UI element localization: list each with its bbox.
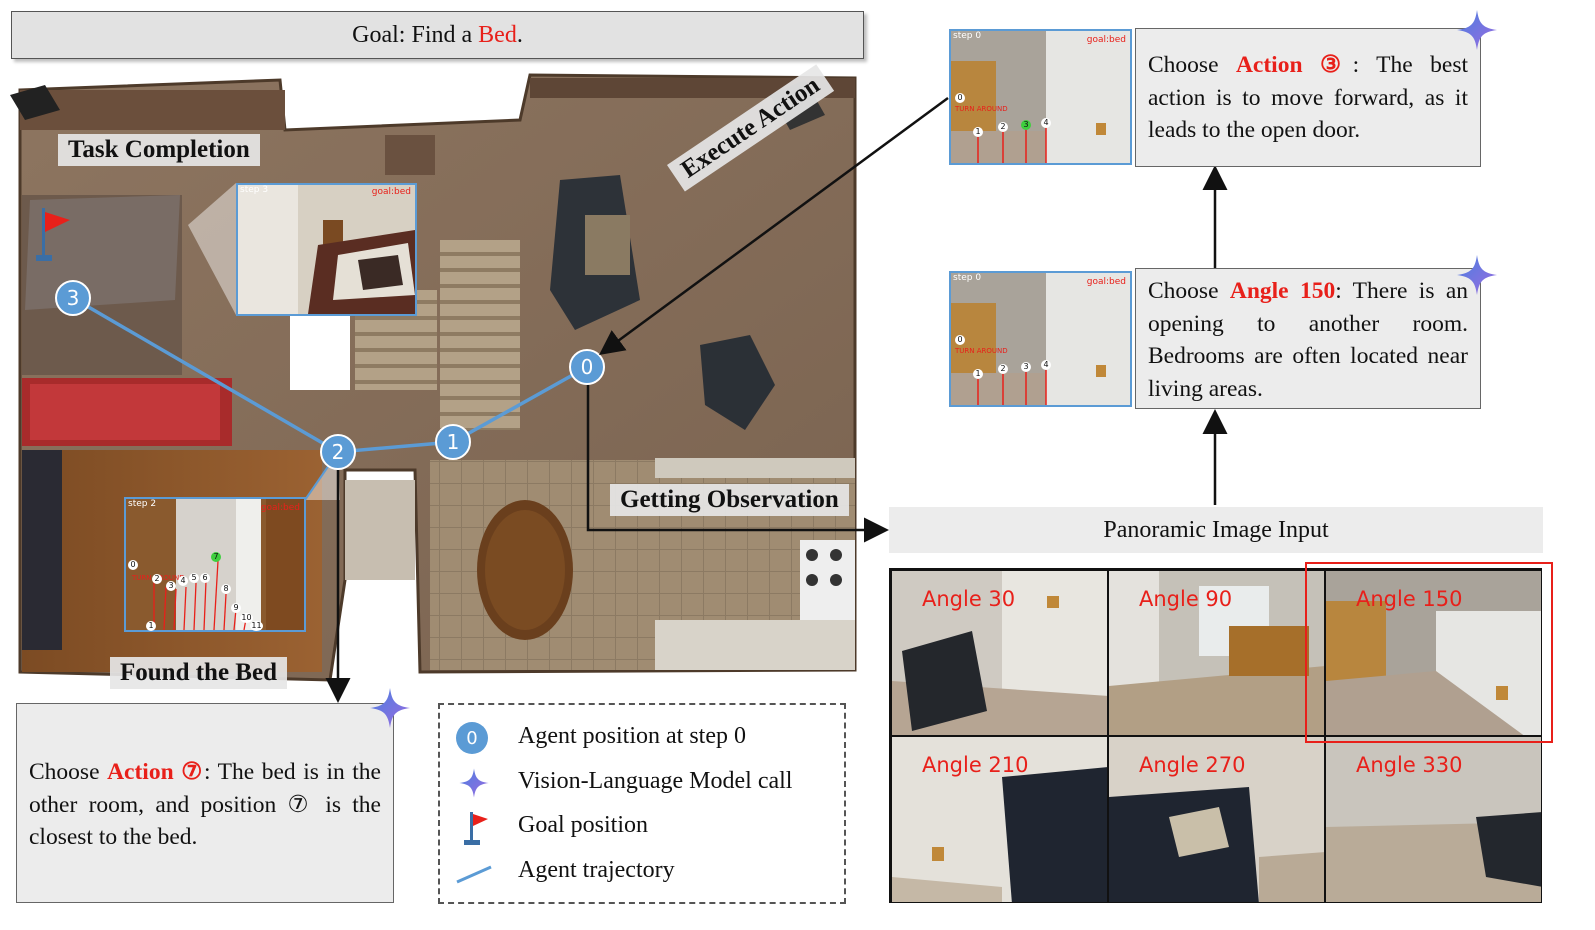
top-marker-1: 1 (973, 127, 983, 137)
panoramic-grid: Angle 30 Angle 90 Angle 150 Angle 210 An… (889, 568, 1542, 903)
step2-marker-6: 6 (200, 573, 210, 583)
step2-marker-8: 8 (221, 584, 231, 594)
trajectory-node-2: 2 (320, 434, 356, 470)
middle-marker-4: 4 (1041, 360, 1051, 370)
action3-post: : The best action is to move forward, as… (1148, 52, 1468, 143)
legend: 0 Agent position at step 0 Vision-Langua… (438, 703, 846, 904)
legend-agent-position-label: Agent position at step 0 (518, 723, 746, 749)
pano-cell-30: Angle 30 (891, 570, 1108, 736)
pano-angle-30-label: Angle 30 (922, 587, 1016, 611)
legend-agent-position-icon: 0 (456, 722, 488, 754)
step3-goal-label: goal:bed (371, 187, 411, 197)
middle-marker-1: 1 (973, 369, 983, 379)
pano-angle-330-label: Angle 330 (1356, 753, 1463, 777)
panoramic-title: Panoramic Image Input (889, 507, 1543, 553)
top-marker-3: 3 (1021, 120, 1031, 130)
vlm-star-icon (1457, 10, 1497, 50)
task-completion-label: Task Completion (58, 134, 260, 166)
reasoning-action7-box: Choose Action ⑦: The bed is in the other… (16, 703, 394, 903)
goal-suffix: . (516, 21, 523, 48)
thumbnail-step3: step 3 goal:bed (236, 183, 417, 316)
top-turn-around: TURN AROUND (955, 105, 1008, 113)
middle-marker-2: 2 (998, 364, 1008, 374)
angle150-post: : There is an opening to another room. B… (1148, 278, 1469, 402)
trajectory-line (72, 296, 588, 454)
pano-angle-270-label: Angle 270 (1139, 753, 1246, 777)
found-the-bed-label: Found the Bed (110, 657, 287, 689)
pano-cell-150: Angle 150 (1325, 570, 1542, 736)
legend-goal-flag-icon (464, 812, 488, 845)
step2-marker-4: 4 (178, 576, 188, 586)
step2-marker-1: 1 (146, 621, 156, 631)
action7-pre: Choose (29, 759, 108, 785)
getting-observation-label: Getting Observation (610, 484, 849, 516)
angle150-key: Angle 150 (1229, 278, 1336, 304)
step2-marker-2: 2 (152, 574, 162, 584)
middle-step-label: step 0 (953, 273, 982, 283)
step2-marker-9: 9 (231, 603, 241, 613)
legend-trajectory-icon (456, 865, 492, 884)
step2-goal-label: goal:bed (260, 503, 300, 513)
step2-marker-11: 11 (250, 621, 263, 631)
step2-marker-3: 3 (166, 581, 176, 591)
step2-marker-10: 10 (240, 613, 253, 623)
top-marker-4: 4 (1041, 118, 1051, 128)
legend-vlm-star-icon (459, 768, 489, 798)
top-step-label: step 0 (953, 31, 982, 41)
angle150-pre: Choose (1148, 278, 1230, 304)
pano-angle-90-label: Angle 90 (1139, 587, 1233, 611)
middle-turn-around: TURN AROUND (955, 347, 1008, 355)
pano-angle-210-label: Angle 210 (922, 753, 1029, 777)
vlm-star-icon (370, 688, 410, 728)
step2-marker-5: 5 (189, 573, 199, 583)
vlm-star-icon (1457, 255, 1497, 295)
action7-post: : The bed is in the other room, and posi… (29, 759, 381, 850)
goal-target: Bed (478, 21, 517, 48)
step2-marker-7: 7 (211, 552, 221, 562)
legend-vlm-label: Vision-Language Model call (518, 768, 793, 794)
thumbnail-top: step 0 goal:bed 0 TURN AROUND 1 2 3 4 (949, 29, 1132, 165)
action3-pre: Choose (1148, 52, 1236, 78)
middle-marker-3: 3 (1021, 362, 1031, 372)
pano-cell-210: Angle 210 (891, 736, 1108, 903)
top-zero-marker: 0 (955, 93, 965, 103)
trajectory-node-1: 1 (435, 424, 471, 460)
reasoning-angle150-box: Choose Angle 150: There is an opening to… (1135, 268, 1481, 409)
middle-goal-label: goal:bed (1086, 277, 1126, 287)
reasoning-action3-box: Choose Action ③: The best action is to m… (1135, 28, 1481, 167)
thumbnail-middle: step 0 goal:bed 0 TURN AROUND 1 2 3 4 (949, 271, 1132, 407)
pano-cell-330: Angle 330 (1325, 736, 1542, 903)
pano-angle-150-label: Angle 150 (1356, 587, 1463, 611)
action3-key: Action ③ (1235, 52, 1353, 78)
step3-step-label: step 3 (240, 185, 269, 195)
middle-zero-marker: 0 (955, 335, 965, 345)
goal-prefix: Goal: Find a (352, 21, 479, 48)
selected-angle-highlight (1305, 562, 1553, 743)
trajectory-node-0: 0 (569, 349, 605, 385)
legend-trajectory-label: Agent trajectory (518, 857, 675, 883)
goal-bar: Goal: Find a Bed. (11, 11, 864, 59)
top-goal-label: goal:bed (1086, 35, 1126, 45)
pano-cell-270: Angle 270 (1108, 736, 1325, 903)
legend-goal-label: Goal position (518, 812, 648, 838)
pano-cell-90: Angle 90 (1108, 570, 1325, 736)
top-marker-2: 2 (998, 122, 1008, 132)
step2-marker-0: 0 (128, 560, 138, 570)
action7-key: Action ⑦ (107, 759, 204, 785)
trajectory-node-3: 3 (55, 280, 91, 316)
goal-flag-icon (36, 208, 70, 261)
step2-step-label: step 2 (128, 499, 157, 509)
thumbnail-step2: step 2 goal:bed TURN AROUND (124, 497, 306, 632)
